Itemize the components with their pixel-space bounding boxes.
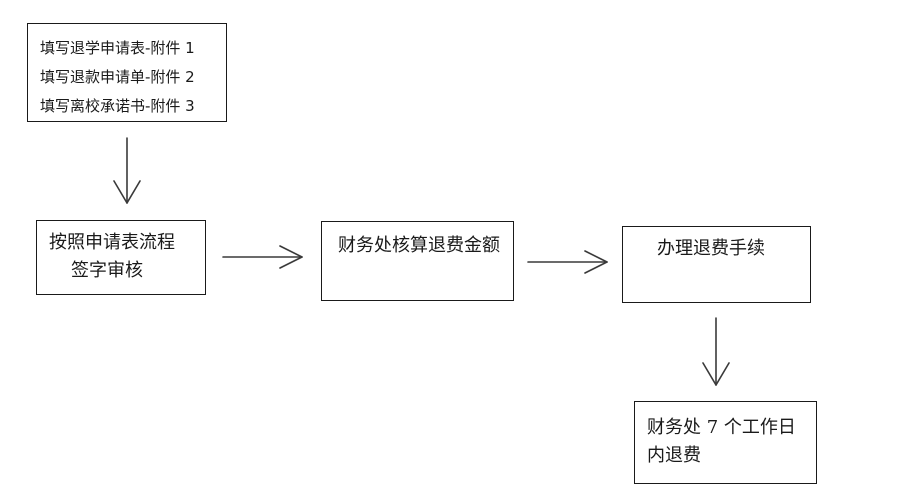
forms-box: 填写退学申请表-附件 1 填写退款申请单-附件 2 填写离校承诺书-附件 3 xyxy=(27,23,227,122)
refund-issued-box: 财务处 7 个工作日内退费 xyxy=(634,401,817,484)
form-item-withdrawal-application: 填写退学申请表-附件 1 xyxy=(40,39,195,57)
approval-text-line1: 按照申请表流程 xyxy=(49,232,175,253)
calculate-refund-text: 财务处核算退费金额 xyxy=(338,235,500,256)
arrow-down-procedure-to-refund xyxy=(702,317,730,386)
refund-procedure-box: 办理退费手续 xyxy=(622,226,811,303)
refund-procedure-text: 办理退费手续 xyxy=(657,238,765,259)
arrow-down-forms-to-approval xyxy=(113,137,141,204)
approval-box: 按照申请表流程 签字审核 xyxy=(36,220,206,295)
arrow-right-calculate-to-procedure xyxy=(527,250,608,274)
form-item-leaving-pledge: 填写离校承诺书-附件 3 xyxy=(40,97,195,115)
arrow-right-approval-to-calculate xyxy=(222,245,303,269)
refund-issued-text: 财务处 7 个工作日内退费 xyxy=(647,417,796,466)
calculate-refund-box: 财务处核算退费金额 xyxy=(321,221,514,301)
form-item-refund-application: 填写退款申请单-附件 2 xyxy=(40,68,195,86)
approval-text-line2: 签字审核 xyxy=(71,260,143,281)
